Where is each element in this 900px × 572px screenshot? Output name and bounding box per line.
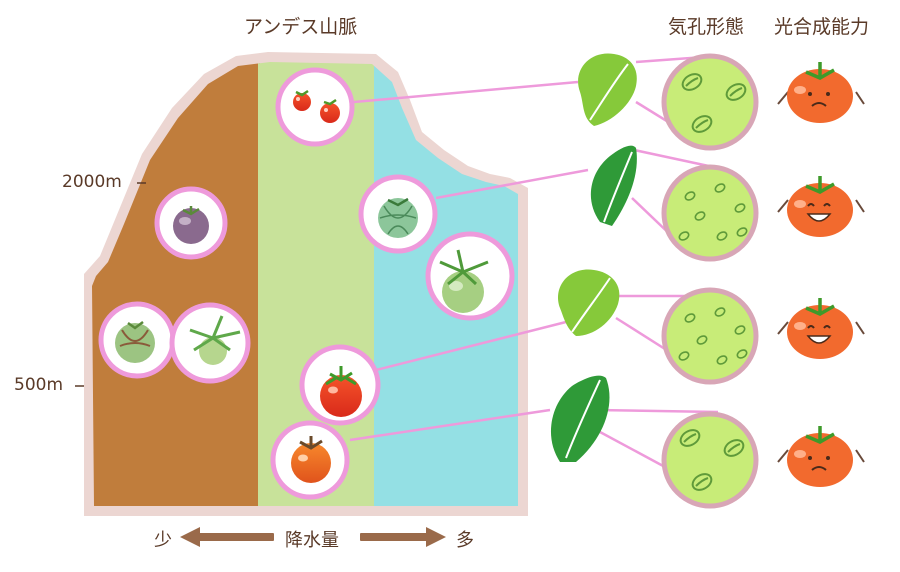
rainfall-arrows	[180, 527, 446, 547]
fruit-circle-6	[169, 302, 251, 384]
tomato-fruit-icon	[320, 366, 362, 417]
rainfall-label: 降水量	[285, 530, 339, 551]
fruit-circles	[98, 67, 515, 500]
tomato-fruit-icon	[378, 197, 418, 238]
stoma-cell-icon	[678, 183, 748, 241]
arrow-left-icon	[180, 527, 274, 547]
tomato-face-icon	[777, 62, 865, 123]
fruit-circle-8	[270, 420, 350, 500]
arrow-right-icon	[360, 527, 446, 547]
fruit-circle-1	[275, 67, 355, 147]
tomato-mascots	[777, 62, 865, 487]
andes-title: アンデス山脈	[244, 16, 358, 38]
connector-2	[435, 168, 589, 200]
rainfall-less-label: 少	[154, 530, 172, 551]
leaf-icon	[550, 375, 610, 462]
leaf-icon	[578, 53, 637, 126]
tomato-face-icon	[777, 176, 865, 237]
fruit-circle-4	[425, 231, 515, 321]
stoma-cell-icon	[681, 73, 747, 133]
stomatal-morphology-title: 気孔形態	[668, 16, 745, 38]
stomata-circles	[661, 53, 759, 509]
tomato-fruit-icon	[115, 321, 155, 363]
tomato-fruit-icon	[291, 436, 331, 483]
leaf-icon	[558, 269, 620, 336]
tomato-fruit-icon	[439, 249, 489, 313]
altitude-500-label: 500m	[14, 375, 64, 395]
tomato-fruit-icon	[173, 206, 209, 244]
connector-4	[349, 408, 551, 442]
connector-1	[353, 80, 579, 104]
stoma-circle-4	[661, 411, 759, 509]
altitude-2000-label: 2000m	[62, 172, 122, 192]
tomato-face-icon	[777, 298, 865, 359]
fruit-circle-7	[299, 344, 381, 426]
stoma-circle-1	[661, 53, 759, 151]
stoma-cell-icon	[679, 429, 745, 491]
fruit-circle-3	[358, 174, 438, 254]
leaf-icon	[590, 145, 637, 226]
tomato-face-icon	[777, 426, 865, 487]
fruit-circle-5	[98, 301, 176, 379]
tomato-fruit-icon	[293, 89, 340, 123]
stoma-circle-3	[661, 287, 759, 385]
stoma-circle-2	[661, 164, 759, 262]
tomato-fruit-icon	[189, 315, 241, 365]
rainfall-more-label: 多	[456, 530, 474, 551]
stoma-cell-icon	[678, 307, 748, 365]
fruit-circle-2	[154, 186, 228, 260]
photosynthesis-title: 光合成能力	[774, 16, 870, 38]
connector-3	[375, 320, 567, 372]
leaves	[550, 53, 637, 462]
